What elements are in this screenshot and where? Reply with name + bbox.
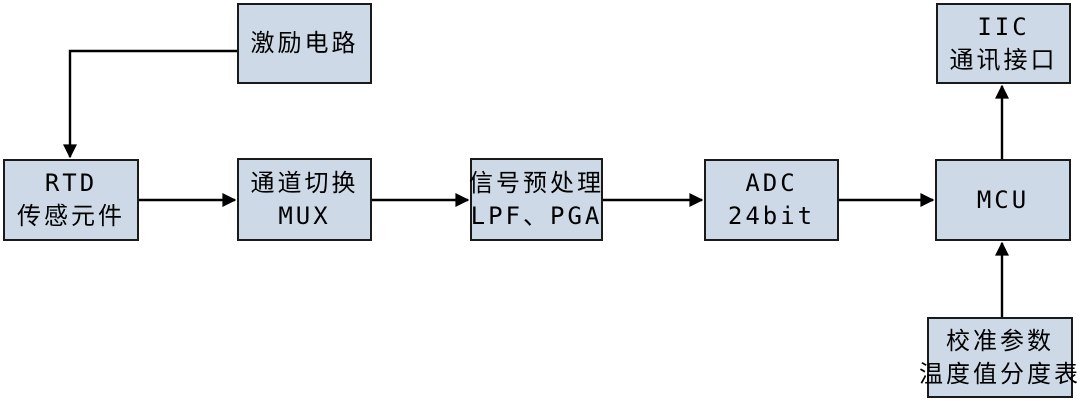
block-calibration-table: 校准参数 温度值分度表 — [919, 317, 1078, 398]
block-adc-24bit: ADC 24bit — [704, 159, 839, 241]
block-label: MUX — [278, 201, 331, 230]
block-label: 激励电路 — [250, 29, 359, 57]
block-label: IIC — [977, 12, 1030, 41]
block-signal-preprocess: 信号预处理 LPF、PGA — [469, 158, 604, 241]
block-label: 通道切换 — [250, 168, 359, 197]
block-label: RTD — [44, 169, 98, 197]
connector-excitation-to-rtd — [63, 49, 237, 159]
block-channel-mux: 通道切换 MUX — [237, 158, 372, 241]
block-label: 通讯接口 — [949, 45, 1058, 74]
block-iic-interface: IIC 通讯接口 — [936, 3, 1071, 84]
block-label: 信号预处理 — [469, 168, 604, 197]
block-rtd-sensor: RTD 传感元件 — [3, 159, 139, 241]
block-label: 温度值分度表 — [919, 359, 1080, 388]
block-excitation-circuit: 激励电路 — [237, 3, 372, 84]
block-label: LPF、PGA — [470, 201, 603, 230]
block-label: 24bit — [727, 202, 816, 230]
block-label: 校准参数 — [946, 326, 1054, 355]
block-label: 传感元件 — [17, 202, 125, 230]
block-label: ADC — [745, 169, 798, 197]
block-label: MCU — [976, 185, 1030, 214]
block-mcu: MCU — [935, 159, 1071, 241]
